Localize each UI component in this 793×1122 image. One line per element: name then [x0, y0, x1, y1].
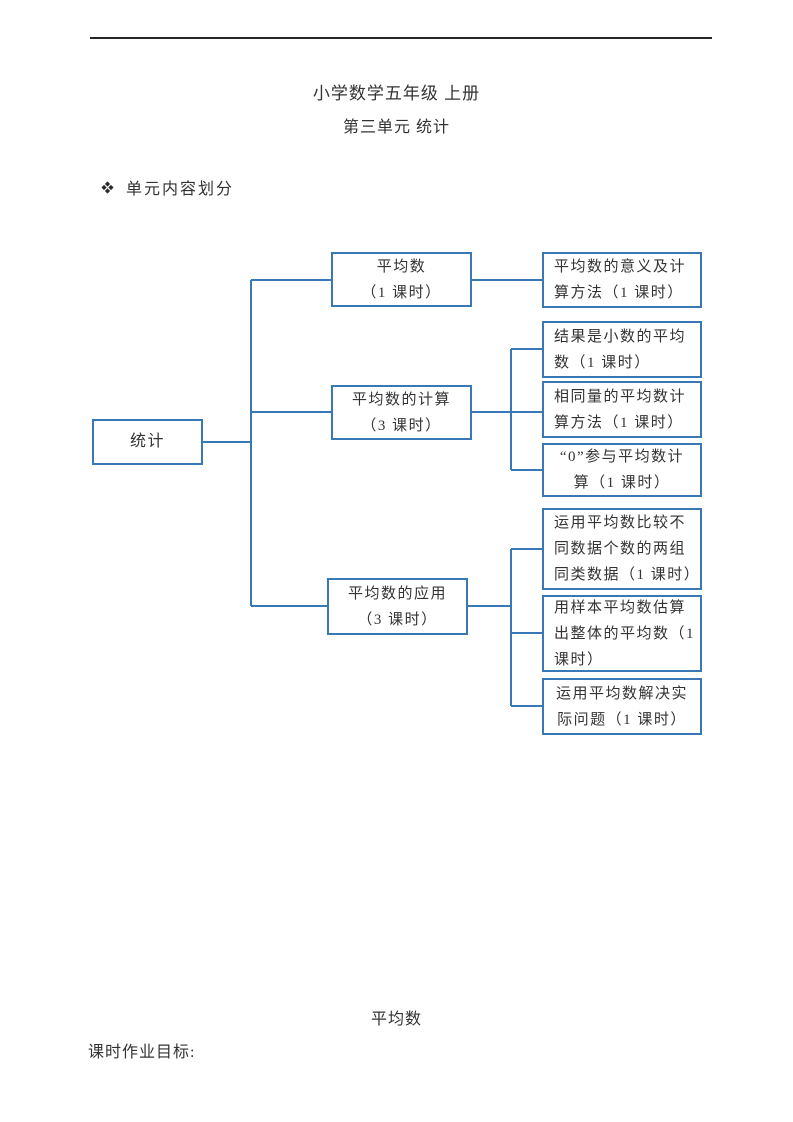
diagram-box-decimal-result: 结果是小数的平均 数（1 课时） [542, 321, 702, 378]
box-text-line: 算（1 课时） [573, 475, 671, 491]
diagram-box-average: 平均数 （1 课时） [331, 252, 472, 307]
box-text-line: 相同量的平均数计 [554, 388, 687, 405]
box-text-line: 同类数据（1 课时） [554, 567, 701, 583]
diagram-box-solve-problems: 运用平均数解决实 际问题（1 课时） [542, 678, 702, 735]
box-text-line: 课时） [554, 651, 604, 668]
lesson-title: 平均数 [370, 1011, 422, 1028]
box-text-line: （3 课时） [357, 611, 438, 628]
diagram-box-average-calculation: 平均数的计算 （3 课时） [331, 385, 472, 440]
diagram-box-average-application: 平均数的应用 （3 课时） [327, 578, 468, 635]
box-text-line: 结果是小数的平均 [554, 328, 687, 345]
diagram-box-zero-in-calculation: “0”参与平均数计 算（1 课时） [542, 443, 702, 497]
box-text-line: 平均数 [376, 258, 427, 275]
diagram-box-meaning-method: 平均数的意义及计 算方法（1 课时） [542, 252, 702, 308]
box-text-line: 运用平均数解决实 [555, 685, 688, 702]
diamond-bullet-icon [101, 180, 114, 194]
box-text-line: 平均数的应用 [347, 585, 447, 602]
unit-subtitle: 第三单元 统计 [342, 119, 450, 136]
box-text-line: （3 课时） [361, 417, 442, 434]
homework-goal-label: 课时作业目标: [88, 1044, 196, 1061]
box-text-line: 用样本平均数估算 [554, 599, 687, 616]
box-text-line: 平均数的意义及计 [554, 259, 687, 275]
box-text-line: 际问题（1 课时） [557, 711, 687, 728]
box-text-line: 平均数的计算 [351, 391, 451, 408]
diagram-box-statistics: 统计 [92, 419, 203, 465]
box-text-line: “0”参与平均数计 [559, 449, 685, 465]
box-text-line: 出整体的平均数（1 [554, 625, 696, 642]
diagram-box-same-quantity: 相同量的平均数计 算方法（1 课时） [542, 381, 702, 438]
document-title: 小学数学五年级 上册 [312, 84, 481, 103]
box-text-line: 运用平均数比较不 [554, 515, 687, 531]
diagram-box-sample-estimate: 用样本平均数估算 出整体的平均数（1 课时） [542, 595, 702, 672]
box-text-line: 算方法（1 课时） [554, 414, 684, 431]
box-text-line: （1 课时） [361, 284, 442, 301]
page-top-rule [90, 37, 712, 39]
section-heading-label: 单元内容划分 [126, 181, 235, 198]
box-text-line: 算方法（1 课时） [554, 285, 684, 301]
section-heading: 单元内容划分 [101, 175, 234, 199]
diagram-box-compare-groups: 运用平均数比较不 同数据个数的两组 同类数据（1 课时） [542, 508, 702, 590]
box-text-line: 统计 [129, 433, 165, 450]
box-text-line: 同数据个数的两组 [554, 541, 687, 557]
box-text-line: 数（1 课时） [554, 354, 651, 371]
